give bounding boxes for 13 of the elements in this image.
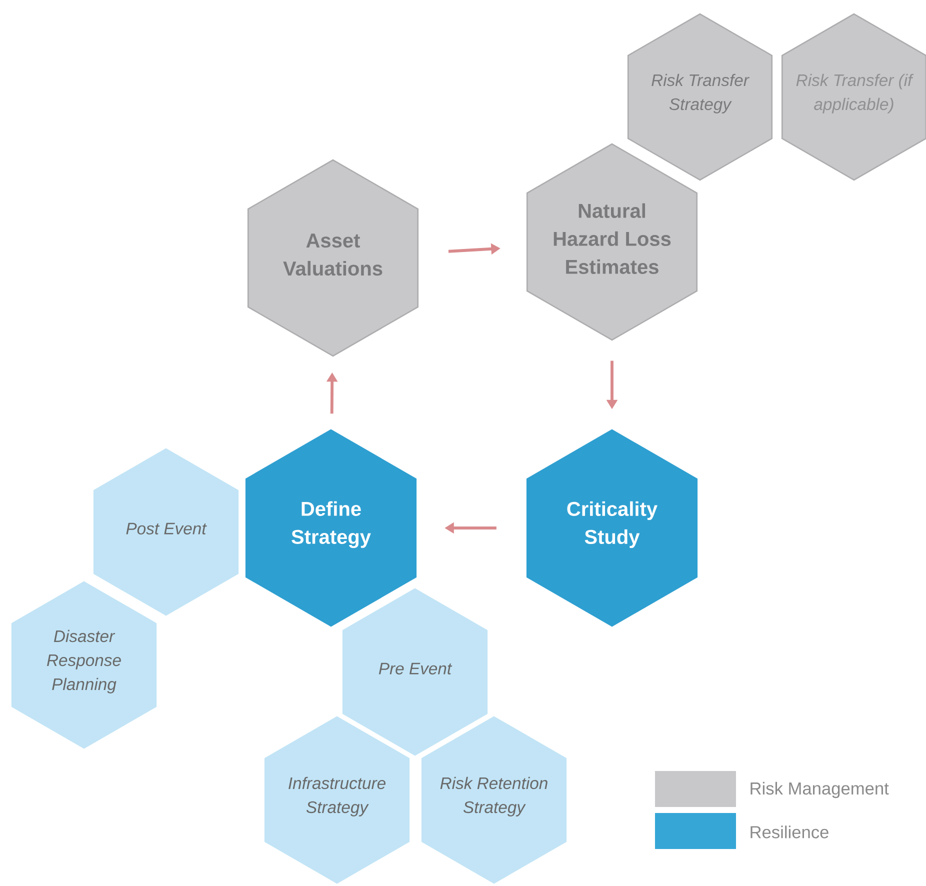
hexagon: Asset Valuations: [247, 159, 419, 357]
hexagon: Risk Retention Strategy: [421, 716, 567, 884]
hexagon: Risk Transfer Strategy: [627, 13, 773, 181]
hexagon: Post Event: [93, 448, 239, 616]
legend-label: Risk Management: [750, 782, 889, 798]
hexagon: Risk Transfer (if applicable): [781, 13, 926, 181]
hexagon: Define Strategy: [245, 429, 417, 627]
legend-label: Resilience: [750, 826, 828, 838]
hexagon: Disaster Response Planning: [11, 581, 157, 749]
hexagon: Criticality Study: [526, 429, 698, 627]
hexagon: Natural Hazard Loss Estimates: [526, 143, 698, 341]
hexagon: Infrastructure Strategy: [264, 716, 410, 884]
hexagon: Pre Event: [342, 588, 488, 756]
